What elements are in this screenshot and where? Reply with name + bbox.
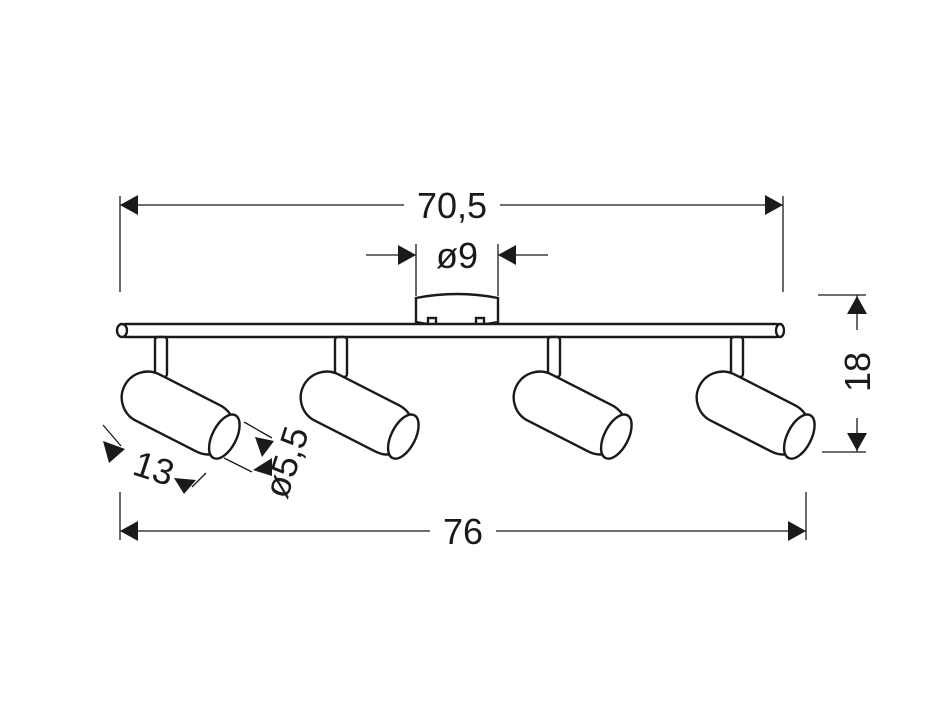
spotlight-1 bbox=[120, 335, 241, 460]
ceiling-canopy bbox=[414, 292, 500, 328]
label-base-diameter: ø9 bbox=[436, 235, 478, 276]
spotlight-4 bbox=[695, 335, 816, 460]
spotlight-2 bbox=[299, 335, 420, 460]
dimension-top-width: 70,5 bbox=[119, 185, 784, 292]
label-spot-length: 13 bbox=[128, 442, 179, 493]
dimension-height: 18 bbox=[818, 294, 878, 453]
mounting-rail bbox=[115, 322, 786, 339]
dimension-total-width: 76 bbox=[119, 492, 807, 552]
label-total-width: 76 bbox=[443, 511, 483, 552]
dimension-base-diameter: ø9 bbox=[366, 235, 548, 296]
label-height: 18 bbox=[837, 352, 878, 392]
label-top-width: 70,5 bbox=[417, 185, 487, 226]
spotlight-3 bbox=[512, 335, 633, 460]
